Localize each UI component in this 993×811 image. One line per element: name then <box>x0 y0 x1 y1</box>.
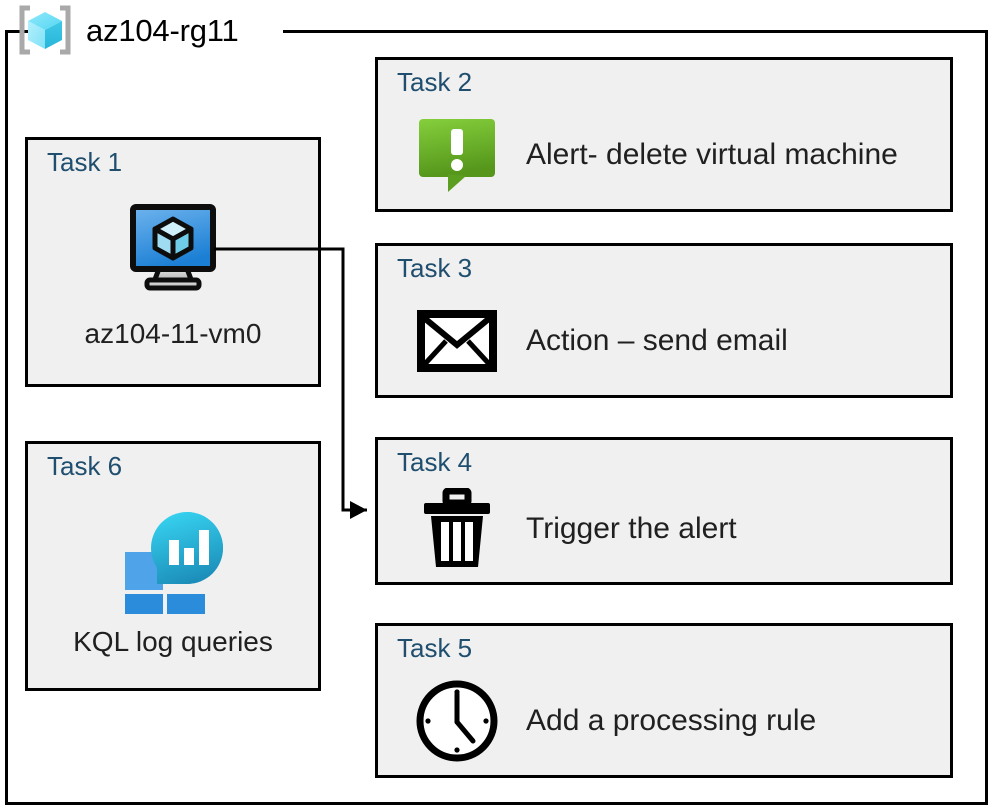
task-4-title: Task 4 <box>397 447 473 477</box>
resource-group-header: az104-rg11 <box>14 2 239 58</box>
task-5-title: Task 5 <box>397 633 473 663</box>
resource-group-border-top-left <box>5 30 33 33</box>
task-2-title: Task 2 <box>397 67 473 97</box>
task-card-task-3[interactable]: Task 3 Action – send email <box>375 243 953 398</box>
task-1-caption: az104-11-vm0 <box>84 318 262 349</box>
task-card-task-1[interactable]: Task 1 <box>25 137 321 387</box>
resource-group-container <box>5 30 988 805</box>
task-card-task-4[interactable]: Task 4 Trigger the alert <box>375 437 953 585</box>
clock-icon <box>414 678 500 764</box>
task-3-title: Task 3 <box>397 253 473 283</box>
task-3-label: Action – send email <box>526 323 788 357</box>
azure-resource-group-icon <box>14 4 76 56</box>
task-5-label: Add a processing rule <box>526 703 817 737</box>
task-6-title: Task 6 <box>47 451 123 481</box>
resource-group-border-top-right <box>283 30 988 33</box>
alert-bubble-icon <box>414 116 500 194</box>
task-6-caption: KQL log queries <box>73 626 273 657</box>
resource-group-name: az104-rg11 <box>86 12 239 48</box>
task-4-label: Trigger the alert <box>526 512 737 545</box>
task-1-title: Task 1 <box>47 147 123 177</box>
virtual-machine-icon <box>123 202 223 299</box>
envelope-icon <box>414 309 500 372</box>
task-2-label: Alert- delete virtual machine <box>526 137 898 171</box>
task-card-task-5[interactable]: Task 5 Add a processing rule <box>375 623 953 778</box>
task-card-task-2[interactable]: Task 2 Alert- delete virtual machin <box>375 57 953 212</box>
trash-icon <box>414 488 500 570</box>
task-card-task-6[interactable]: Task 6 <box>25 441 321 691</box>
log-analytics-icon <box>117 502 229 632</box>
